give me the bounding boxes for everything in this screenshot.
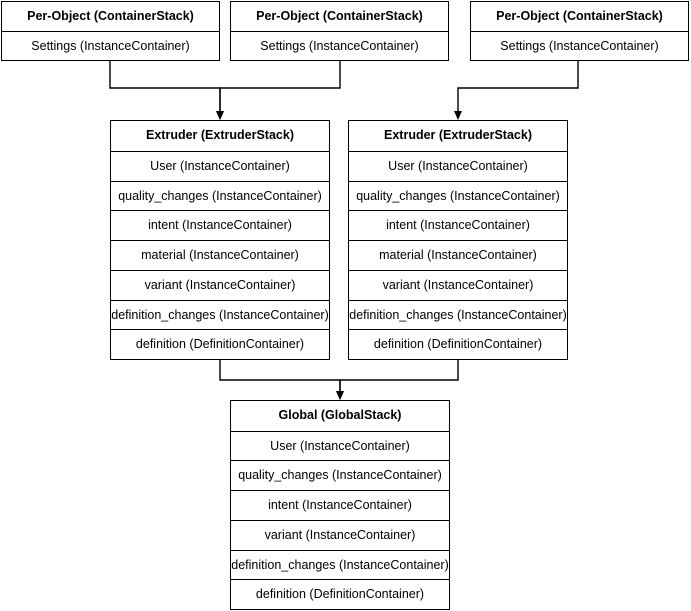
stack-header: Global (GlobalStack) xyxy=(278,408,402,422)
stack-header: Per-Object (ContainerStack) xyxy=(496,9,663,23)
stack-row: material (InstanceContainer) xyxy=(111,240,329,270)
stack-row: quality_changes (InstanceContainer) xyxy=(111,180,329,211)
edge-per-object-1-to-extruder-1 xyxy=(109,61,224,120)
edge-extruder-1-to-global xyxy=(219,360,344,400)
stack-row: variant (InstanceContainer) xyxy=(349,269,567,300)
stack-extruder-1: Extruder (ExtruderStack) User (InstanceCo… xyxy=(110,120,330,360)
stack-row: User (InstanceContainer) xyxy=(231,430,449,461)
stack-row: Settings (InstanceContainer) xyxy=(231,30,448,60)
stack-row: definition_changes (InstanceContainer) xyxy=(231,549,449,580)
stack-per-object-1: Per-Object (ContainerStack) Settings (Ins… xyxy=(1,1,220,61)
edge-per-object-2-to-extruder-1 xyxy=(216,61,341,120)
stack-extruder-2: Extruder (ExtruderStack) User (InstanceCo… xyxy=(348,120,568,360)
edge-per-object-3-to-extruder-2 xyxy=(454,61,579,120)
stack-row: variant (InstanceContainer) xyxy=(231,519,449,550)
stack-row: User (InstanceContainer) xyxy=(111,150,329,181)
stack-row: intent (InstanceContainer) xyxy=(231,490,449,520)
stack-row: definition (DefinitionContainer) xyxy=(349,329,567,359)
stack-row: quality_changes (InstanceContainer) xyxy=(231,460,449,490)
edge-extruder-2-to-global xyxy=(336,360,459,400)
stack-row: definition (DefinitionContainer) xyxy=(111,329,329,359)
stack-header: Extruder (ExtruderStack) xyxy=(384,128,532,142)
stack-row: Settings (InstanceContainer) xyxy=(2,30,219,60)
stack-row: definition_changes (InstanceContainer) xyxy=(111,299,329,330)
stack-global: Global (GlobalStack) User (InstanceContai… xyxy=(230,400,450,610)
stack-row: Settings (InstanceContainer) xyxy=(471,30,688,60)
stack-per-object-3: Per-Object (ContainerStack) Settings (Ins… xyxy=(470,1,689,61)
stack-row: quality_changes (InstanceContainer) xyxy=(349,180,567,211)
stack-per-object-2: Per-Object (ContainerStack) Settings (Ins… xyxy=(230,1,449,61)
stack-row: definition_changes (InstanceContainer) xyxy=(349,299,567,330)
stack-row: User (InstanceContainer) xyxy=(349,150,567,181)
stack-header: Per-Object (ContainerStack) xyxy=(256,9,423,23)
stack-row: intent (InstanceContainer) xyxy=(349,210,567,240)
stack-header: Per-Object (ContainerStack) xyxy=(27,9,194,23)
stack-header: Extruder (ExtruderStack) xyxy=(146,128,294,142)
stack-row: variant (InstanceContainer) xyxy=(111,269,329,300)
stack-row: intent (InstanceContainer) xyxy=(111,210,329,240)
stack-row: material (InstanceContainer) xyxy=(349,240,567,270)
stack-row: definition (DefinitionContainer) xyxy=(231,579,449,609)
